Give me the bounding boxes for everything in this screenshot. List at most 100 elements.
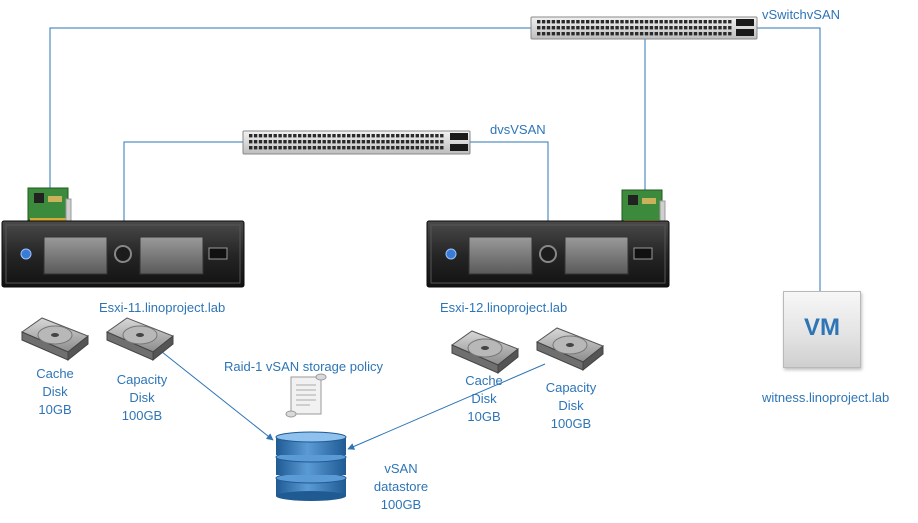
switch-port [396, 134, 400, 138]
switch-port [410, 140, 415, 144]
link-dvs-to-host2 [470, 141, 549, 222]
switch-port [258, 146, 263, 150]
switch-port [571, 20, 575, 24]
nic-card-icon-host1 [27, 187, 72, 240]
hard-disk-icon-host2-capacity [535, 327, 604, 372]
hard-disk-icon-host2-cache [450, 330, 519, 375]
switch-port [620, 26, 624, 30]
switch-port [376, 146, 380, 150]
switch-port [566, 26, 570, 30]
switch-port [337, 146, 341, 150]
switch-port [561, 20, 565, 24]
switch-port [312, 146, 317, 150]
switch-port [253, 134, 258, 138]
switch-port [391, 146, 395, 150]
arrow-capacity1-to-datastore [156, 347, 274, 441]
switch-port [551, 26, 556, 30]
switch-port [327, 134, 331, 138]
switch-port [415, 140, 419, 144]
vswitch-label: vSwitchvSAN [762, 7, 841, 22]
switch-port [288, 134, 292, 138]
database-icon [275, 431, 347, 501]
switch-port [366, 134, 370, 138]
switch-port [693, 26, 698, 30]
switch-port [556, 26, 560, 30]
switch-port [708, 26, 712, 30]
switch-port [420, 146, 424, 150]
dvs-vsan-switch-icon [242, 130, 471, 155]
switch-port [347, 146, 351, 150]
switch-port [679, 20, 683, 24]
switch-port [342, 140, 346, 144]
switch-port [322, 140, 326, 144]
switch-port [273, 146, 277, 150]
switch-port [278, 140, 282, 144]
switch-port [386, 134, 390, 138]
switch-port [571, 26, 575, 30]
switch-port [644, 32, 649, 36]
switch-port [327, 140, 331, 144]
dvs-label: dvsVSAN [490, 122, 546, 137]
vm-box-icon: VM [783, 291, 861, 368]
switch-port [298, 140, 302, 144]
switch-port [684, 20, 688, 24]
switch-port [249, 146, 253, 150]
switch-port [361, 140, 366, 144]
switch-port [723, 26, 727, 30]
switch-port [317, 134, 321, 138]
switch-port [283, 146, 287, 150]
switch-port [581, 32, 585, 36]
switch-port [342, 146, 346, 150]
switch-port [381, 134, 385, 138]
switch-port [371, 134, 375, 138]
hard-disk-icon-host1-cache [20, 317, 89, 362]
switch-port [605, 26, 609, 30]
switch-port [430, 134, 434, 138]
switch-port [590, 26, 595, 30]
hard-disk-icon-host1-capacity [105, 317, 174, 362]
switch-port [693, 20, 698, 24]
switch-port [386, 140, 390, 144]
switch-port [684, 32, 688, 36]
switch-port [273, 134, 277, 138]
switch-port [659, 20, 663, 24]
switch-port [405, 146, 410, 150]
switch-port [610, 20, 614, 24]
switch-port [268, 146, 272, 150]
switch-port [541, 20, 546, 24]
switch-port [273, 140, 277, 144]
switch-port [322, 146, 326, 150]
switch-port [576, 26, 580, 30]
switch-port [356, 146, 361, 150]
switch-port [561, 26, 565, 30]
switch-port [615, 26, 619, 30]
switch-port [332, 134, 336, 138]
host1-label: Esxi-11.linoproject.lab [99, 300, 226, 315]
switch-port [718, 32, 722, 36]
switch-port [610, 32, 614, 36]
switch-port [366, 146, 370, 150]
switch-port [723, 20, 727, 24]
switch-port [293, 140, 297, 144]
switch-port [630, 20, 634, 24]
switch-port [669, 32, 673, 36]
switch-port [581, 26, 585, 30]
switch-port [425, 134, 429, 138]
switch-port [551, 32, 556, 36]
switch-port [600, 20, 605, 24]
switch-port [630, 32, 634, 36]
host2-label: Esxi-12.linoproject.lab [440, 300, 568, 315]
switch-port [400, 140, 405, 144]
switch-port [693, 32, 698, 36]
switch-port [391, 134, 395, 138]
switch-port [332, 140, 336, 144]
switch-port [440, 140, 444, 144]
switch-port [249, 134, 253, 138]
switch-port [371, 140, 375, 144]
switch-port [322, 134, 326, 138]
switch-port [561, 32, 565, 36]
switch-port [639, 32, 644, 36]
witness-label: witness.linoproject.lab [762, 390, 890, 405]
switch-port [644, 26, 649, 30]
switch-port [415, 146, 419, 150]
